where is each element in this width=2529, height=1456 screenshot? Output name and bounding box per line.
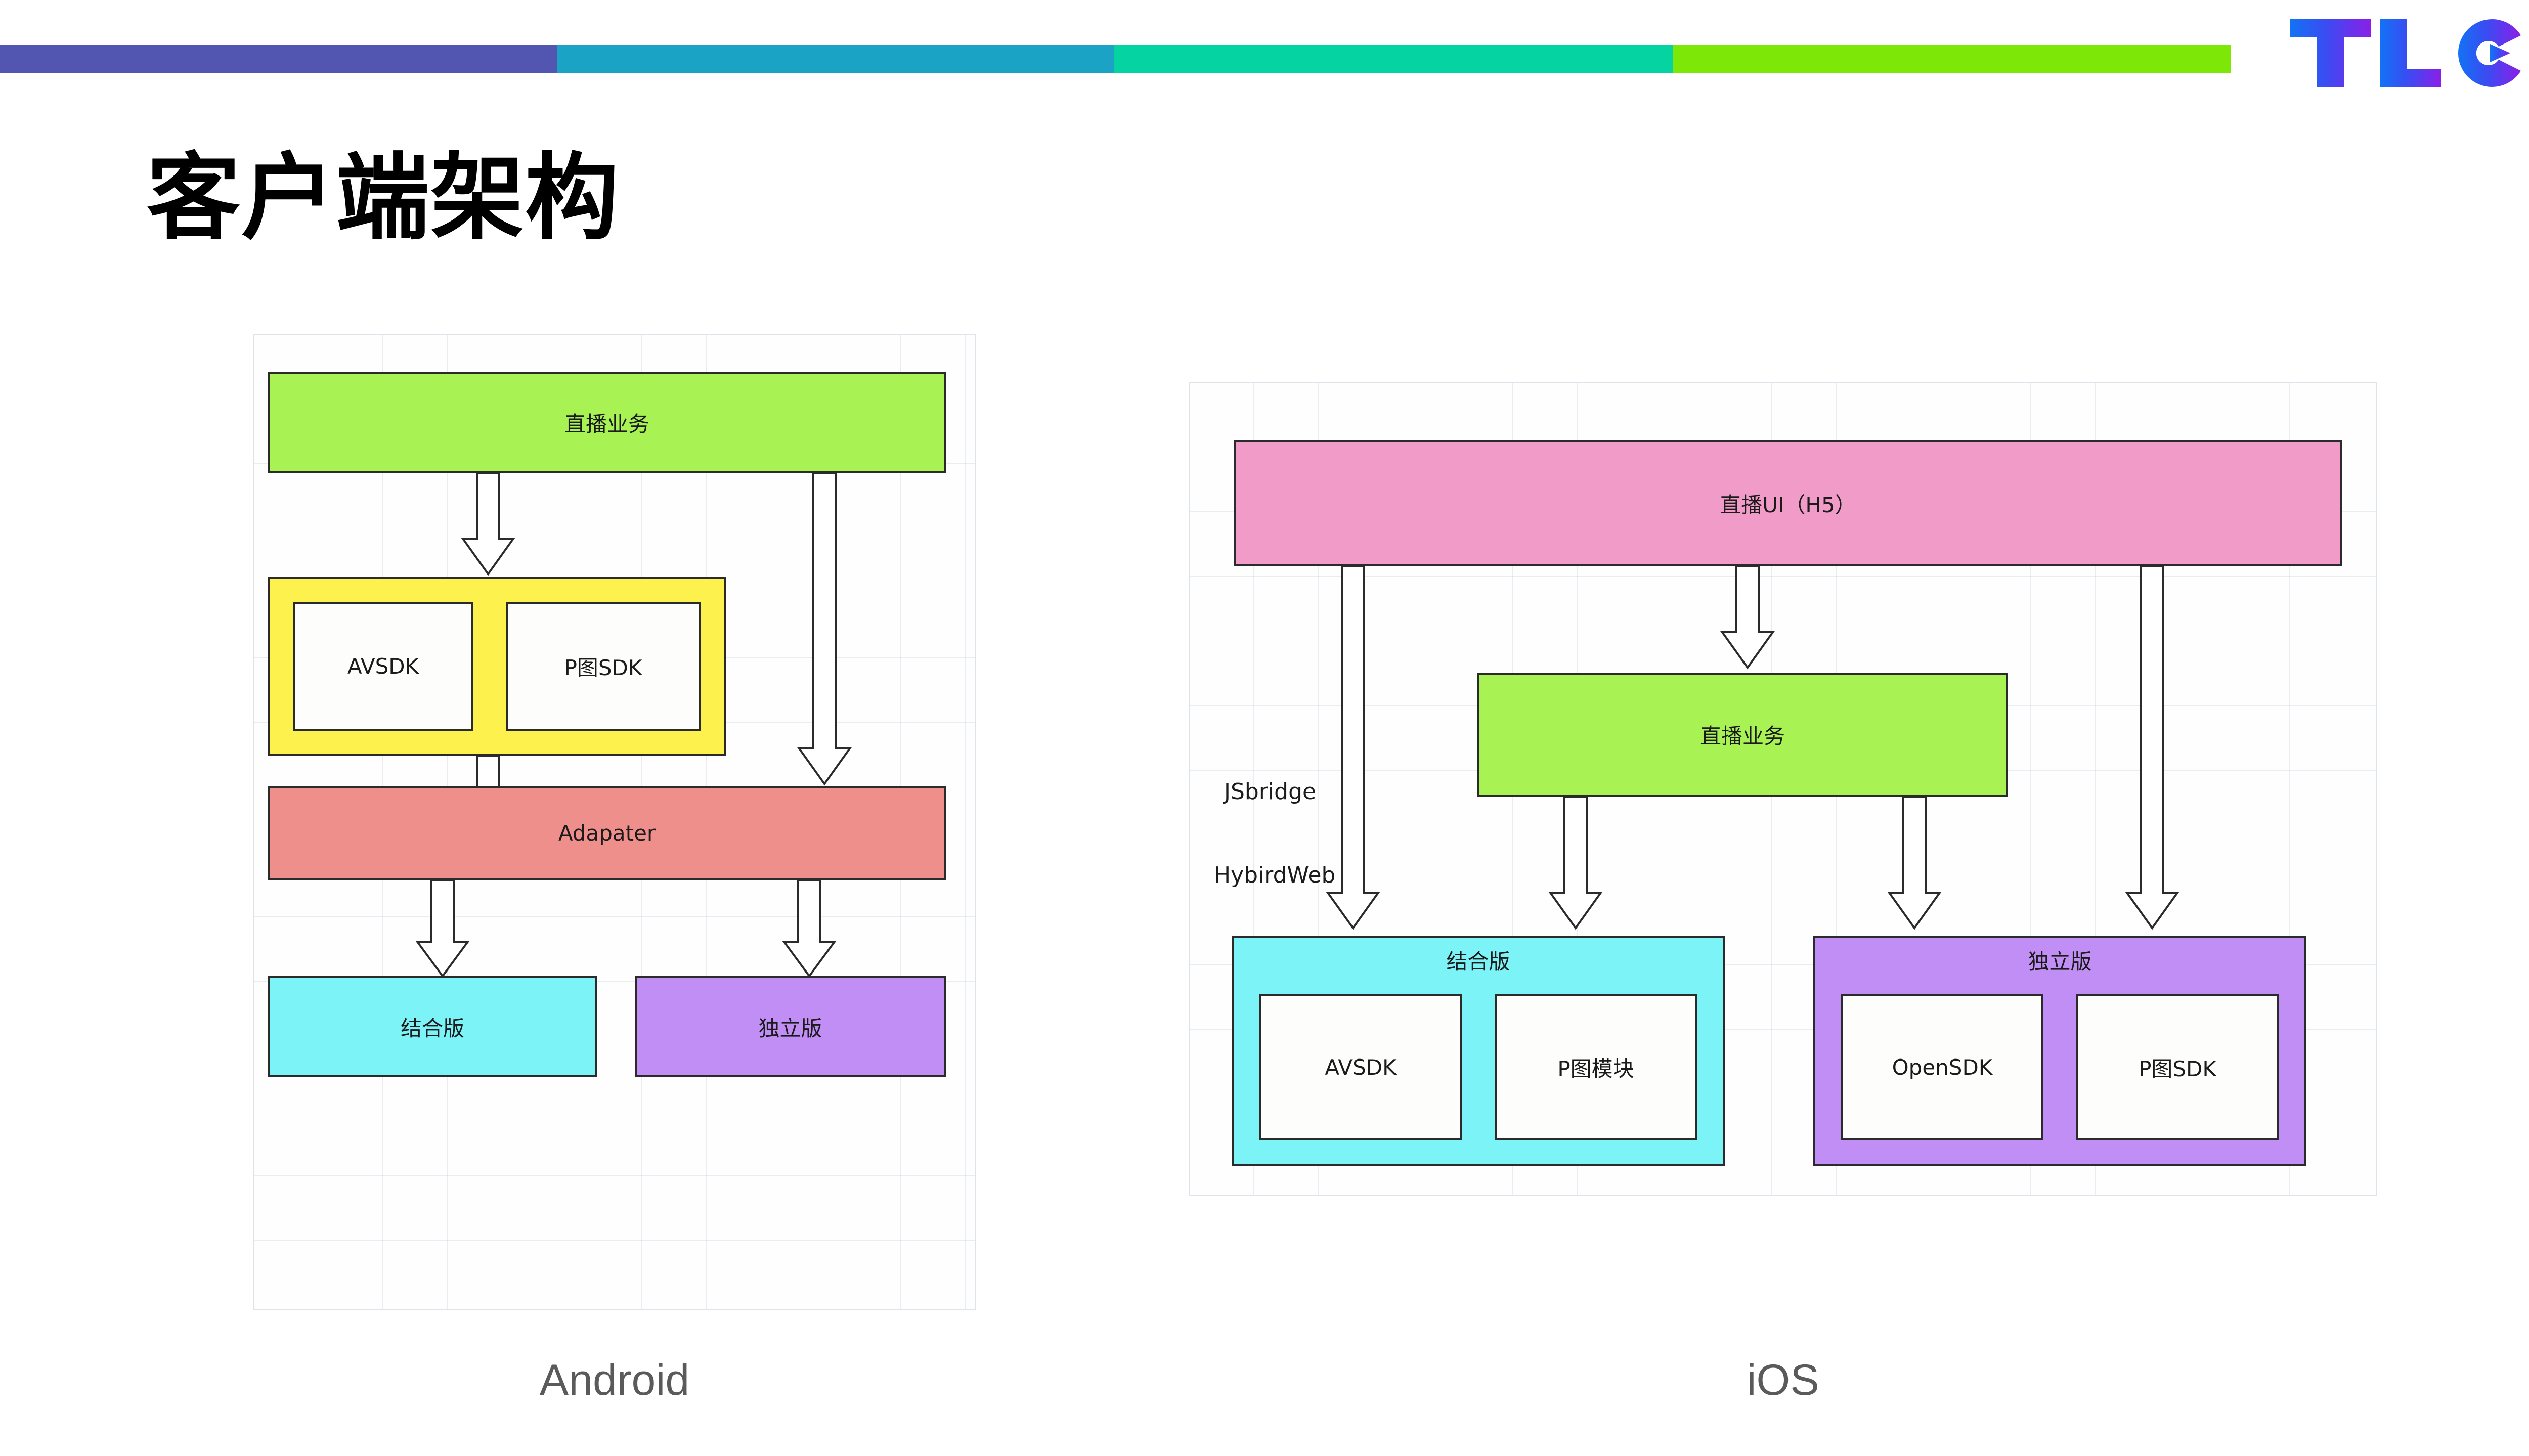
android-arrow-adapter-to-combined	[415, 880, 470, 979]
ios-caption: iOS	[1747, 1356, 1819, 1404]
ios-combined-ptu-module-label: P图模块	[1557, 1056, 1634, 1081]
android-node-standalone: 独立版	[635, 976, 946, 1077]
page-title: 客户端架构	[147, 143, 620, 252]
ios-live-ui-label: 直播UI（H5）	[1720, 492, 1856, 517]
ios-combined-avsdk: AVSDK	[1259, 994, 1462, 1140]
android-sdk-ptusdk-label: P图SDK	[564, 655, 642, 680]
android-combined-label: 结合版	[400, 1016, 464, 1041]
ios-combined-ptu-module: P图模块	[1495, 994, 1697, 1140]
android-sdk-avsdk: AVSDK	[293, 602, 473, 731]
android-adapter-label: Adapater	[558, 821, 656, 846]
ios-arrow-business-to-combined	[1548, 797, 1603, 931]
ios-node-live-business: 直播业务	[1477, 673, 2008, 797]
color-bar-segment-lime	[1673, 45, 2231, 73]
android-arrow-business-to-sdk	[460, 473, 516, 577]
android-arrow-adapter-to-standalone	[781, 880, 837, 979]
ios-arrow-business-to-standalone	[1887, 797, 1942, 931]
android-sdk-ptusdk: P图SDK	[506, 602, 701, 731]
ios-standalone-opensdk: OpenSDK	[1841, 994, 2043, 1140]
ios-arrow-ui-to-business	[1720, 566, 1775, 670]
android-node-adapter: Adapater	[268, 786, 946, 880]
android-standalone-label: 独立版	[758, 1016, 822, 1041]
android-node-combined: 结合版	[268, 976, 597, 1077]
tlc-logo	[2286, 15, 2529, 91]
android-sdk-avsdk-label: AVSDK	[347, 654, 419, 679]
ios-standalone-ptusdk: P图SDK	[2076, 994, 2279, 1140]
ios-edge-label-jsbridge: JSbridge	[1224, 779, 1317, 805]
ios-combined-title: 结合版	[1446, 949, 1510, 974]
android-caption: Android	[539, 1356, 690, 1404]
color-bar-segment-teal	[557, 45, 1114, 73]
ios-diagram-border	[1189, 382, 2377, 1196]
color-bar-segment-emerald	[1114, 45, 1673, 73]
android-live-business-label: 直播业务	[564, 411, 649, 436]
ios-arrow-ui-to-combined-left	[1325, 566, 1381, 931]
ios-live-business-label: 直播业务	[1699, 724, 1785, 748]
android-arrow-business-to-adapter	[797, 473, 852, 786]
color-bar-segment-indigo	[0, 45, 557, 73]
ios-node-live-ui: 直播UI（H5）	[1234, 440, 2342, 566]
android-node-live-business: 直播业务	[268, 372, 946, 473]
ios-standalone-ptusdk-label: P图SDK	[2139, 1056, 2216, 1081]
ios-standalone-title: 独立版	[2028, 949, 2092, 974]
android-diagram-border	[253, 334, 976, 1310]
ios-arrow-ui-to-standalone-right	[2124, 566, 2180, 931]
ios-standalone-opensdk-label: OpenSDK	[1892, 1054, 1993, 1080]
ios-combined-avsdk-label: AVSDK	[1325, 1054, 1397, 1080]
ios-edge-label-hybirdweb: HybirdWeb	[1214, 862, 1336, 888]
